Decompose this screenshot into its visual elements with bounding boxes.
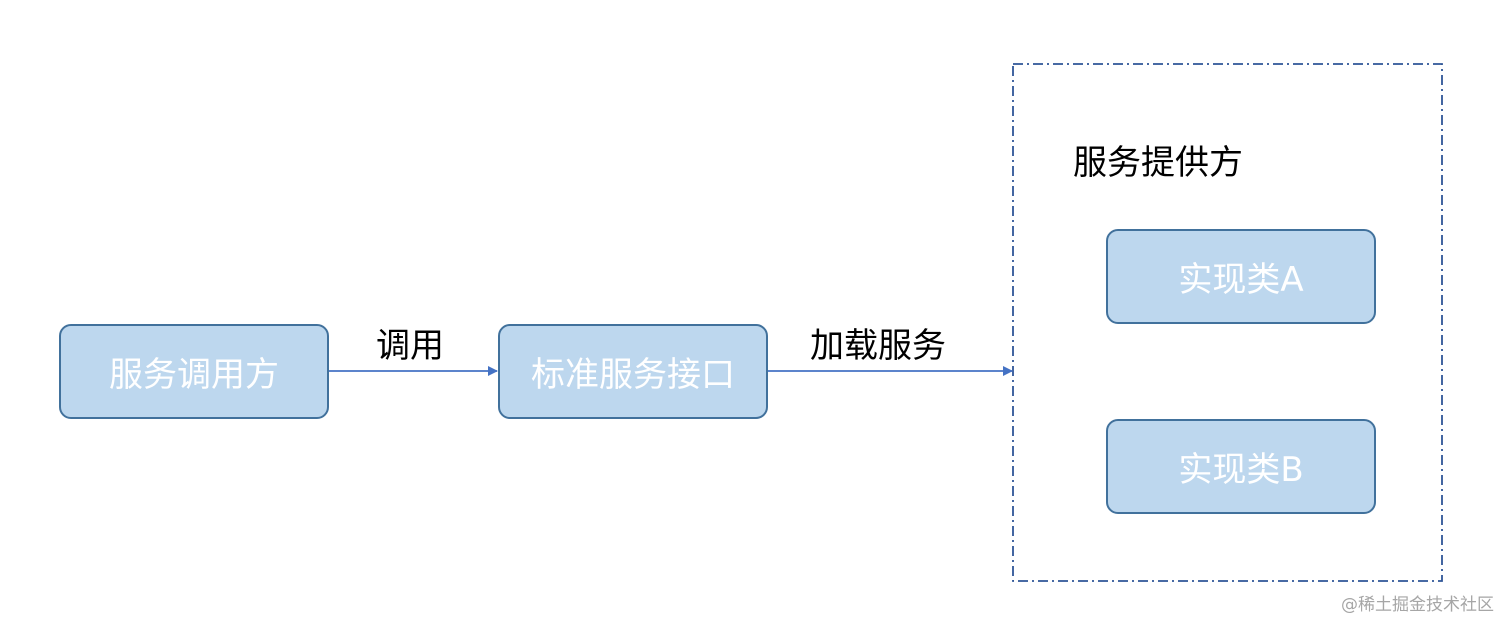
service-provider-title: 服务提供方 <box>1073 143 1243 183</box>
standard-service-interface-node: 标准服务接口 <box>498 324 768 419</box>
load-service-edge-label: 加载服务 <box>810 326 946 366</box>
implementation-b-node: 实现类B <box>1106 419 1376 514</box>
call-edge-label: 调用 <box>376 326 444 366</box>
provider-group-border <box>1012 63 1443 582</box>
implementation-a-node: 实现类A <box>1106 229 1376 324</box>
watermark: @稀土掘金技术社区 <box>1341 595 1494 615</box>
service-caller-node: 服务调用方 <box>59 324 329 419</box>
